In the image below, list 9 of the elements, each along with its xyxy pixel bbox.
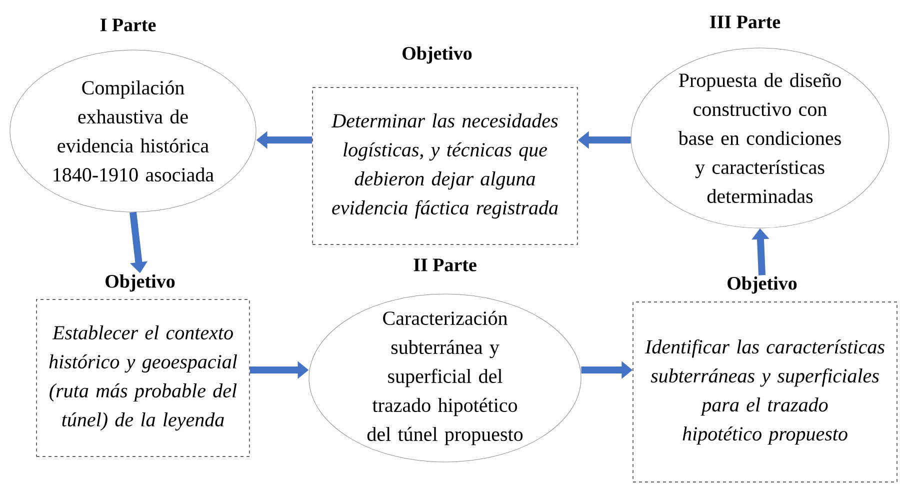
objective-box: Establecer el contexto histórico y geoespacial (ruta más probable del túnel) de la leyenda xyxy=(36,299,250,457)
heading: I Parte xyxy=(100,18,156,32)
heading: II Parte xyxy=(414,258,476,272)
objective-box: Identificar las características subterráneas y superficiales para el trazado hipotético propuesto xyxy=(632,302,898,482)
heading: III Parte xyxy=(710,16,780,28)
heading: Objetivo xyxy=(106,274,175,292)
heading: Objetivo xyxy=(402,46,472,64)
heading: Objetivo xyxy=(728,276,797,294)
objective-box: Determinar las necesidades logísticas, y técnicas que debieron dejar alguna evidencia fáctica registrada xyxy=(312,87,578,245)
